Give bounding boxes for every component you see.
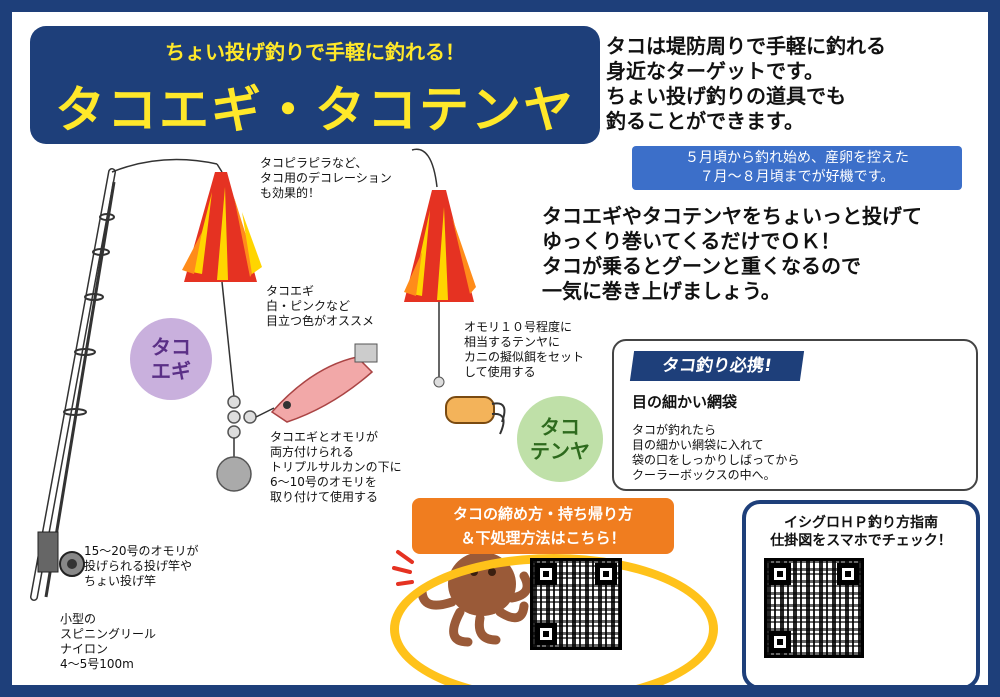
egi-color-note: タコエギ 白・ピンクなど 目立つ色がオススメ (266, 284, 375, 328)
phone-check-box: イシグロＨＰ釣り方指南 仕掛図をスマホでチェック！ (742, 500, 980, 685)
fishing-rod-icon (30, 168, 116, 601)
net-bag-box: タコ釣り必携! 目の細かい網袋 タコが釣れたら 目の細かい網袋に入れて 袋の口を… (612, 339, 978, 491)
decoration-note: タコピラピラなど、 タコ用のデコレーション も効果的！ (260, 156, 392, 200)
tenya-badge: タコ テンヤ (517, 396, 603, 482)
tenya-icon (433, 376, 506, 435)
qr-code-icon[interactable] (764, 558, 864, 658)
reel-note: 小型の スピニングリール ナイロン 4～5号100m (60, 612, 157, 671)
title-subtitle: ちょい投げ釣りで手軽に釣れる！ (165, 40, 465, 64)
poster: ちょい投げ釣りで手軽に釣れる！ タコエギ・タコテンヤ タコは堤防周りで手軽に釣れ… (12, 12, 988, 685)
page-title: タコエギ・タコテンヤ (55, 81, 575, 139)
preparation-banner[interactable]: タコの締め方・持ち帰り方 ＆下処理方法はこちら！ (412, 498, 674, 554)
sinker-icon (216, 456, 252, 492)
bag-tag: タコ釣り必携! (629, 351, 805, 381)
tenya-note: オモリ１０号程度に 相当するテンヤに カニの擬似餌をセット して使用する (464, 320, 585, 379)
season-box: ５月頃から釣れ始め、産卵を控えた ７月～８月頃までが好機です。 (632, 146, 962, 190)
bag-text: タコが釣れたら 目の細かい網袋に入れて 袋の口をしっかりしばってから クーラーボ… (632, 423, 800, 482)
tako-pirapira-icon (182, 163, 262, 282)
egi-badge: タコ エギ (130, 318, 212, 400)
tako-pirapira-icon (404, 190, 476, 302)
sinker-note: タコエギとオモリが 両方付けられる トリプルサルカンの下に 6～10号のオモリを… (270, 430, 402, 504)
rod-note: 15～20号のオモリが 投げられる投げ竿や ちょい投げ竿 (84, 544, 199, 588)
howto-text: タコエギやタコテンヤをちょいっと投げて ゆっくり巻いてくるだけでＯＫ！ タコが乗… (542, 204, 922, 303)
tako-egi-icon (270, 343, 378, 423)
qr-code-icon[interactable] (530, 558, 622, 650)
triple-swivel-icon (227, 395, 257, 439)
intro-text: タコは堤防周りで手軽に釣れる 身近なターゲットです。 ちょい投げ釣りの道具でも … (606, 34, 886, 133)
title-box: ちょい投げ釣りで手軽に釣れる！ タコエギ・タコテンヤ (30, 26, 600, 144)
phone-box-title: イシグロＨＰ釣り方指南 仕掛図をスマホでチェック！ (770, 515, 952, 549)
bag-heading: 目の細かい網袋 (632, 393, 738, 411)
